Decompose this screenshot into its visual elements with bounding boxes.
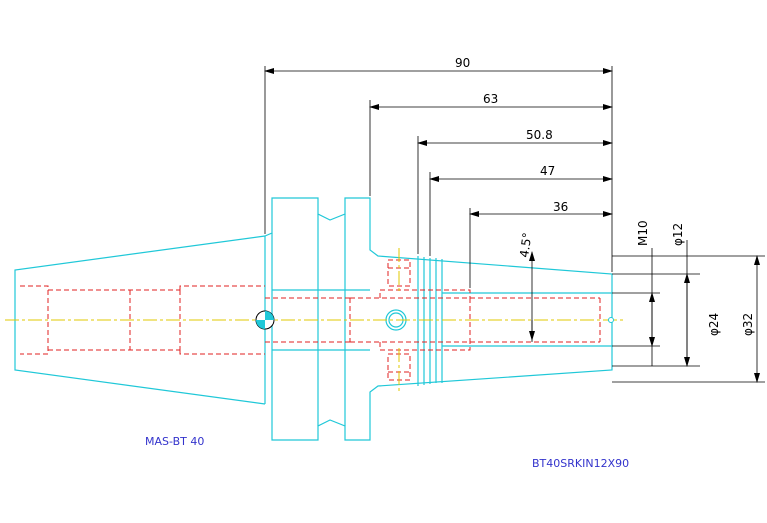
hidden-lines <box>20 259 601 381</box>
dim-47-text: 47 <box>540 164 555 178</box>
angle-text: 4.5° <box>517 232 534 259</box>
dia-12-text: φ12 <box>671 223 685 246</box>
dimensions <box>264 66 765 383</box>
center-lines <box>5 248 625 392</box>
gauge-mark-icon <box>255 310 275 330</box>
dim-50-8-text: 50.8 <box>526 128 553 142</box>
dim-90-text: 90 <box>455 56 470 70</box>
thread-text: M10 <box>636 220 650 246</box>
taper-name-label: MAS-BT 40 <box>145 435 204 448</box>
dim-63-text: 63 <box>483 92 498 106</box>
part-number-label: BT40SRKIN12X90 <box>532 457 629 470</box>
dim-36-text: 36 <box>553 200 568 214</box>
dia-32-text: φ32 <box>741 313 755 336</box>
dia-24-text: φ24 <box>707 313 721 336</box>
flange-outline <box>264 197 613 441</box>
